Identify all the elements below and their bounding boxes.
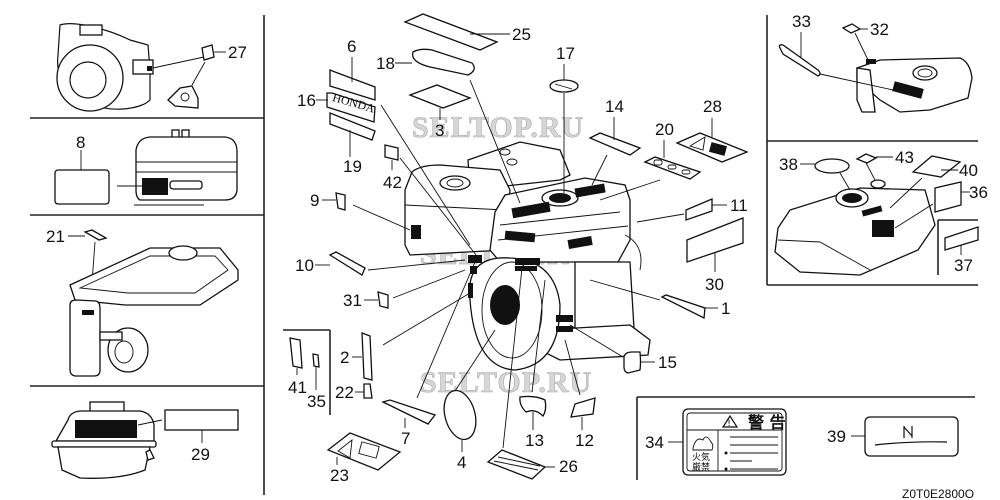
warning-label-side-1: 火気 (692, 451, 710, 463)
part-number-3[interactable]: 3 (435, 121, 444, 140)
part-number-17[interactable]: 17 (556, 44, 575, 63)
part-number-7[interactable]: 7 (401, 429, 410, 448)
part-number-18[interactable]: 18 (376, 54, 395, 73)
part-number-1[interactable]: 1 (721, 299, 730, 318)
part-number-12[interactable]: 12 (575, 431, 594, 450)
center-labels: 25 18 3 6 HONDA 16 19 42 9 10 (288, 13, 749, 485)
warning-label-title: 警 告 (747, 413, 786, 432)
panel-tank-21: 21 (46, 227, 239, 377)
part-number-28[interactable]: 28 (703, 97, 722, 116)
part-number-37[interactable]: 37 (954, 256, 973, 275)
part-number-26[interactable]: 26 (559, 457, 578, 476)
part-number-10[interactable]: 10 (295, 256, 314, 275)
part-number-32[interactable]: 32 (870, 20, 889, 39)
part-number-30[interactable]: 30 (705, 275, 724, 294)
part-number-8[interactable]: 8 (76, 133, 85, 152)
part-number-35[interactable]: 35 (307, 392, 326, 411)
part-number-41[interactable]: 41 (288, 378, 307, 397)
part-number-43[interactable]: 43 (895, 148, 914, 167)
part-number-19[interactable]: 19 (343, 157, 362, 176)
panel-frames (30, 15, 978, 495)
panel-tank-33-32: 33 32 (778, 12, 973, 113)
part-number-20[interactable]: 20 (655, 120, 674, 139)
part-number-13[interactable]: 13 (525, 431, 544, 450)
part-number-2[interactable]: 2 (340, 348, 349, 367)
part-number-14[interactable]: 14 (605, 97, 624, 116)
watermark-bottom: SELTOP.RU (420, 366, 592, 399)
panel-air-cleaner-8: 8 (54, 129, 238, 206)
part-number-11[interactable]: 11 (730, 196, 748, 215)
part-number-40[interactable]: 40 (959, 161, 978, 180)
part-number-36[interactable]: 36 (969, 183, 988, 202)
drawing-code: Z0T0E2800O (902, 487, 974, 500)
part-number-25[interactable]: 25 (512, 25, 531, 44)
panel-recoil-starter: 27 (56, 23, 247, 112)
panel-warning-labels: ! 警 告 火気 厳禁 34 39 Z0T0E2800O (645, 408, 974, 500)
part-number-9[interactable]: 9 (310, 191, 319, 210)
part-number-21[interactable]: 21 (46, 227, 65, 246)
part-number-15[interactable]: 15 (658, 353, 677, 372)
part-number-31[interactable]: 31 (343, 291, 362, 310)
part-number-38[interactable]: 38 (779, 155, 798, 174)
part-number-23[interactable]: 23 (330, 466, 349, 485)
part-number-42[interactable]: 42 (383, 173, 402, 192)
part-number-27[interactable]: 27 (228, 43, 247, 62)
panel-tank-38-43: 38 43 40 36 37 (774, 148, 988, 276)
part-number-4[interactable]: 4 (457, 453, 466, 472)
part-number-22[interactable]: 22 (335, 383, 354, 402)
part-number-39[interactable]: 39 (827, 427, 846, 446)
part-number-33[interactable]: 33 (792, 12, 811, 31)
part-number-29[interactable]: 29 (191, 445, 210, 464)
part-number-6[interactable]: 6 (347, 37, 356, 56)
svg-text:!: ! (727, 419, 731, 429)
panel-air-cleaner-29: 29 (51, 401, 239, 479)
warning-label-side-2: 厳禁 (692, 461, 710, 473)
part-number-16[interactable]: 16 (297, 91, 316, 110)
part-number-34[interactable]: 34 (645, 433, 664, 452)
